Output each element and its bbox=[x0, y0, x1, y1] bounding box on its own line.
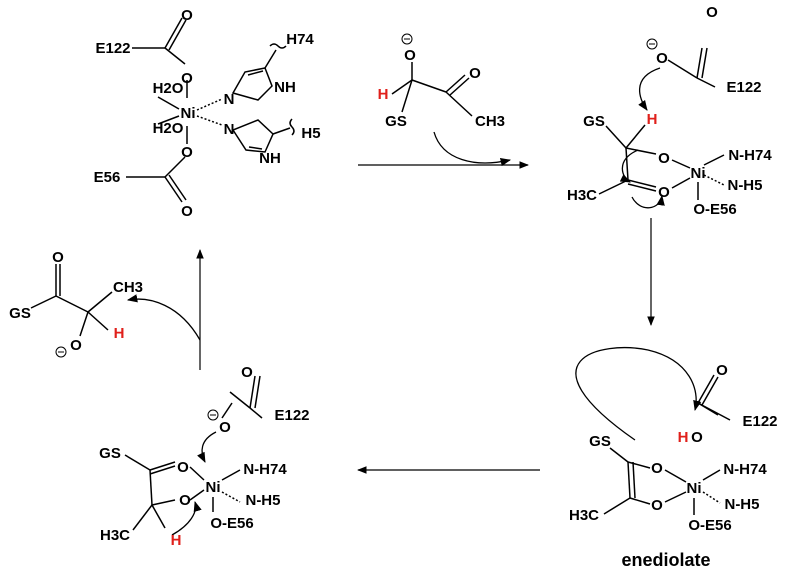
product-h: H bbox=[114, 325, 125, 342]
enediolate-acid-label: E122 bbox=[742, 413, 777, 430]
enediolate-title: enediolate bbox=[621, 550, 710, 570]
product-carbonyl-o: O bbox=[52, 249, 64, 266]
enediolate-methyl: H3C bbox=[569, 507, 599, 524]
ni-water-2-label: H2O bbox=[153, 120, 184, 137]
enediolate-intermediate: O H O E122 GS O O Ni N-H74 N-H5 O-E56 H3… bbox=[569, 347, 778, 570]
enediolate-lig-h74: N-H74 bbox=[723, 461, 767, 478]
his-74-label: H74 bbox=[286, 31, 314, 48]
enediolate-lig-h5: N-H5 bbox=[724, 496, 759, 513]
substrate-h: H bbox=[378, 86, 389, 103]
complex1-base-o: O bbox=[656, 50, 668, 67]
product-methyl: CH3 bbox=[113, 279, 143, 296]
complex1-h: H bbox=[647, 111, 658, 128]
complex3-lig-h5: N-H5 bbox=[245, 492, 280, 509]
product-o-minus: O bbox=[70, 337, 82, 354]
negative-charge-icon bbox=[646, 38, 658, 50]
complex3-ni: Ni bbox=[206, 479, 221, 496]
enediolate-gs: GS bbox=[589, 433, 611, 450]
complex3-base-label: E122 bbox=[274, 407, 309, 424]
e122-ligand-o: O bbox=[181, 70, 193, 87]
glu-122-label: E122 bbox=[95, 40, 130, 57]
complex1-gs: GS bbox=[583, 113, 605, 130]
ni-water-1-label: H2O bbox=[153, 80, 184, 97]
complex1-e122-carbonyl-o: O bbox=[706, 4, 718, 21]
substrate-methyl: CH3 bbox=[475, 113, 505, 130]
complex1-base-label: E122 bbox=[726, 79, 761, 96]
complex3-lig-h74: N-H74 bbox=[243, 461, 287, 478]
imid-lower-nh: NH bbox=[259, 150, 281, 167]
product-bound-complex: O O E122 GS O O Ni N-H74 N-H5 O-E56 H3C … bbox=[99, 364, 309, 549]
complex1-lig-h74: N-H74 bbox=[728, 147, 772, 164]
complex1-ring-o: O bbox=[658, 150, 670, 167]
enediolate-h: H bbox=[678, 429, 689, 446]
complex1-methyl: H3C bbox=[567, 187, 597, 204]
complex3-gs: GS bbox=[99, 445, 121, 462]
enediolate-o-top: O bbox=[651, 460, 663, 477]
complex1-lig-e56: O-E56 bbox=[693, 201, 736, 218]
complex3-methyl: H3C bbox=[100, 527, 130, 544]
hemithioacetal-substrate: H O O GS CH3 bbox=[378, 33, 505, 130]
reaction-arrows bbox=[126, 131, 655, 474]
complex3-e122-carbonyl-o: O bbox=[241, 364, 253, 381]
e56-carbonyl-o: O bbox=[181, 203, 193, 220]
complex1-chelate-o: O bbox=[658, 184, 670, 201]
complex3-lig-e56: O-E56 bbox=[210, 515, 253, 532]
his-5-label: H5 bbox=[301, 125, 320, 142]
enediolate-acid-o: O bbox=[691, 429, 703, 446]
glu-56-label: E56 bbox=[94, 169, 121, 186]
substrate-entry-curved-arrow bbox=[433, 131, 512, 167]
negative-charge-icon bbox=[401, 33, 413, 45]
thioester-product: O GS CH3 O H bbox=[9, 249, 143, 358]
complex3-h: H bbox=[171, 532, 182, 549]
product-exit-curved-arrow bbox=[126, 294, 201, 341]
negative-charge-icon bbox=[207, 409, 219, 421]
e56-ligand-o: O bbox=[181, 144, 193, 161]
negative-charge-icon bbox=[55, 346, 67, 358]
complex3-o-ring: O bbox=[179, 492, 191, 509]
substrate-carbonyl-o: O bbox=[469, 65, 481, 82]
imid-upper-nh: NH bbox=[274, 79, 296, 96]
complex3-base-o: O bbox=[219, 419, 231, 436]
substrate-bound-complex: O O E122 GS H O O Ni N-H74 N-H5 O-E56 H3… bbox=[567, 4, 772, 218]
ni-metal-label: Ni bbox=[181, 105, 196, 122]
enediolate-o-bottom: O bbox=[651, 497, 663, 514]
resting-ni-complex: H2O H2O Ni E122 E56 H74 H5 O O O O N N N… bbox=[94, 7, 321, 220]
complex3-o-top: O bbox=[177, 459, 189, 476]
product-gs: GS bbox=[9, 305, 31, 322]
imid-upper-n: N bbox=[224, 91, 235, 108]
e122-carbonyl-o: O bbox=[181, 7, 193, 24]
enediolate-lig-e56: O-E56 bbox=[688, 517, 731, 534]
substrate-gs: GS bbox=[385, 113, 407, 130]
imid-lower-n: N bbox=[224, 121, 235, 138]
enediolate-ni: Ni bbox=[687, 480, 702, 497]
substrate-o-minus: O bbox=[404, 47, 416, 64]
enediolate-acid-carbonyl-o: O bbox=[716, 362, 728, 379]
complex1-ni: Ni bbox=[691, 165, 706, 182]
complex1-lig-h5: N-H5 bbox=[727, 177, 762, 194]
